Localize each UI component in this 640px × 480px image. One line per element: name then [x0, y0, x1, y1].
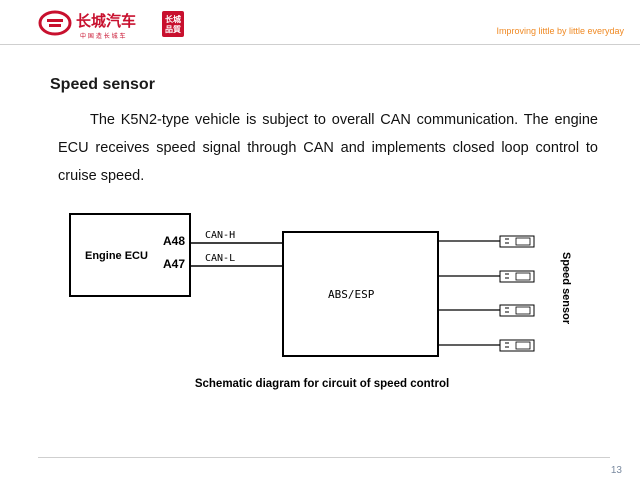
section-title: Speed sensor — [50, 76, 155, 93]
can-l-label: CAN-L — [205, 253, 235, 264]
great-wall-logo: 长城汽车 中 国 造 长 城 车 长城 品質 — [38, 8, 213, 42]
sensor-connector-icon — [499, 235, 535, 248]
quality-badge — [162, 11, 184, 37]
pin-a47-label: A47 — [163, 257, 185, 271]
speed-sensor-label: Speed sensor — [560, 252, 572, 325]
sensor-4 — [438, 339, 535, 352]
can-h-label: CAN-H — [205, 230, 235, 241]
sensor-connector-icon — [499, 304, 535, 317]
logo-text: 长城汽车 — [76, 12, 136, 30]
engine-ecu-label: Engine ECU — [85, 250, 148, 262]
sensor-1 — [438, 235, 535, 248]
tagline: Improving little by little everyday — [496, 26, 624, 36]
header-divider — [0, 44, 640, 45]
logo-subtext: 中 国 造 长 城 车 — [80, 32, 126, 40]
diagram-caption: Schematic diagram for circuit of speed c… — [195, 378, 449, 390]
sensor-3 — [438, 304, 535, 317]
page-number: 13 — [610, 465, 622, 476]
sensor-connector-icon — [499, 339, 535, 352]
body-paragraph: The K5N2-type vehicle is subject to over… — [58, 112, 598, 184]
sensor-connector-icon — [499, 270, 535, 283]
logo-emblem-icon — [38, 10, 72, 36]
sensor-2 — [438, 270, 535, 283]
engine-ecu-box — [69, 213, 191, 297]
slide-header: 长城汽车 中 国 造 长 城 车 长城 品質 Improving little … — [0, 0, 640, 46]
abs-esp-label: ABS/ESP — [328, 288, 375, 301]
abs-esp-box — [282, 231, 439, 357]
logo-graphic: 长城汽车 中 国 造 长 城 车 长城 品質 — [38, 10, 184, 40]
pin-a48-label: A48 — [163, 234, 185, 248]
footer-divider — [38, 457, 610, 458]
speed-control-circuit-diagram: Engine ECU A48 A47 CAN-H CAN-L ABS/ESP S… — [69, 213, 572, 390]
badge-bottom-text: 品質 — [165, 24, 181, 34]
badge-top-text: 长城 — [165, 14, 181, 24]
